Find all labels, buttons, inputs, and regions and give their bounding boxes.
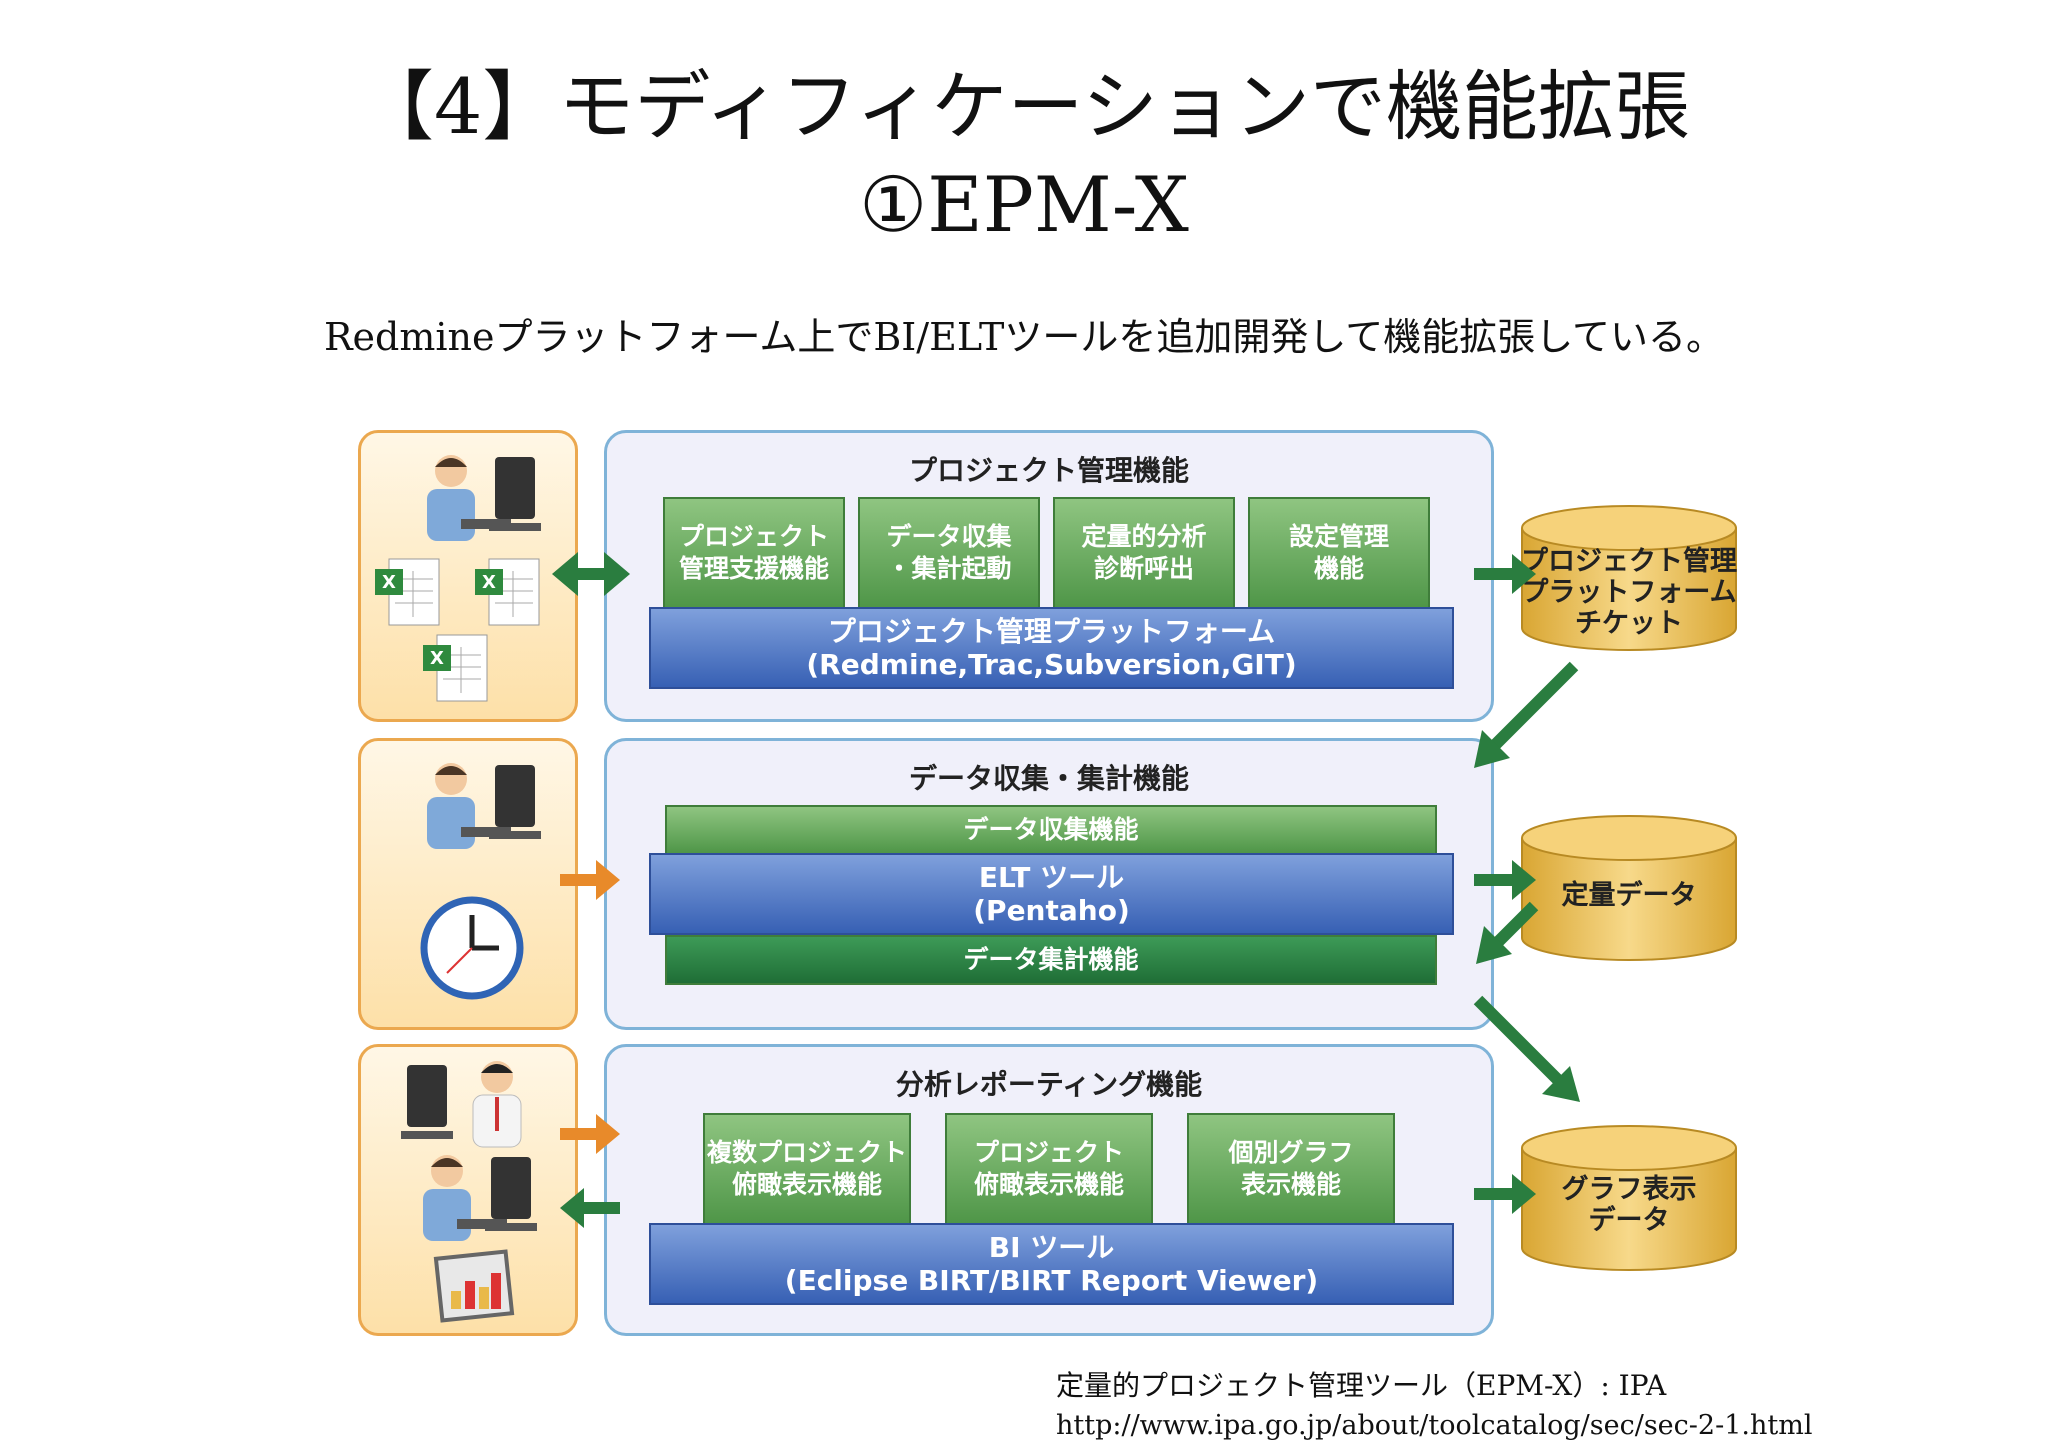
panel-title: データ収集・集計機能 bbox=[908, 762, 1189, 795]
user-at-computer-icon bbox=[401, 757, 551, 867]
side-panel-users-3 bbox=[358, 1044, 578, 1336]
page-subtitle-epmx: ①EPM-X bbox=[859, 160, 1189, 249]
db-project-ticket: プロジェクト管理 プラットフォーム チケット bbox=[1518, 504, 1740, 654]
svg-text:X: X bbox=[482, 572, 496, 593]
data-aggregation-bar: データ集計機能 bbox=[665, 935, 1437, 985]
user-at-computer-icon bbox=[397, 1051, 547, 1161]
panel-data-collection: データ収集・集計機能 データ収集機能 ELT ツール (Pentaho) データ… bbox=[604, 738, 1494, 1030]
platform-bar: プロジェクト管理プラットフォーム (Redmine,Trac,Subversio… bbox=[649, 607, 1454, 689]
user-at-computer-icon bbox=[397, 1149, 547, 1259]
database-cylinder-icon bbox=[1521, 505, 1737, 651]
bar-chart-screen-icon bbox=[433, 1247, 515, 1325]
svg-text:X: X bbox=[430, 648, 444, 669]
box-project-overview: プロジェクト 俯瞰表示機能 bbox=[945, 1113, 1153, 1225]
side-panel-users-1: X X X bbox=[358, 430, 578, 722]
user-at-computer-icon bbox=[401, 449, 551, 559]
page-title: 【4】モディフィケーションで機能拡張 bbox=[358, 62, 1690, 151]
platform-label: プロジェクト管理プラットフォーム bbox=[827, 615, 1276, 648]
elt-tool-label: ELT ツール bbox=[978, 861, 1125, 894]
description-text: Redmineプラットフォーム上でBI/ELTツールを追加開発して機能拡張してい… bbox=[323, 315, 1725, 359]
box-project-support: プロジェクト 管理支援機能 bbox=[663, 497, 845, 609]
box-multi-project-overview: 複数プロジェクト 俯瞰表示機能 bbox=[703, 1113, 911, 1225]
db-label: グラフ表示 データ bbox=[1561, 1174, 1697, 1236]
panel-analysis-reporting: 分析レポーティング機能 複数プロジェクト 俯瞰表示機能 プロジェクト 俯瞰表示機… bbox=[604, 1044, 1494, 1336]
panel-title: 分析レポーティング機能 bbox=[895, 1068, 1203, 1101]
box-individual-graph: 個別グラフ 表示機能 bbox=[1187, 1113, 1395, 1225]
panel-title: プロジェクト管理機能 bbox=[908, 454, 1189, 487]
database-cylinder-icon bbox=[1521, 815, 1737, 961]
bi-tool-name: (Eclipse BIRT/BIRT Report Viewer) bbox=[784, 1264, 1319, 1297]
panel-project-management: プロジェクト管理機能 プロジェクト 管理支援機能 データ収集 ・集計起動 定量的… bbox=[604, 430, 1494, 722]
spreadsheet-icon: X bbox=[421, 631, 491, 707]
db-label: プロジェクト管理 プラットフォーム チケット bbox=[1521, 546, 1737, 639]
bi-tool-label: BI ツール bbox=[988, 1231, 1115, 1264]
db-quantitative-data: 定量データ bbox=[1518, 814, 1740, 964]
platform-tools: (Redmine,Trac,Subversion,GIT) bbox=[806, 648, 1297, 681]
side-panel-users-2 bbox=[358, 738, 578, 1030]
bi-tool-bar: BI ツール (Eclipse BIRT/BIRT Report Viewer) bbox=[649, 1223, 1454, 1305]
svg-text:X: X bbox=[382, 572, 396, 593]
elt-tool-bar: ELT ツール (Pentaho) bbox=[649, 853, 1454, 935]
db-graph-display-data: グラフ表示 データ bbox=[1518, 1124, 1740, 1274]
source-citation: 定量的プロジェクト管理ツール（EPM-X）: IPA bbox=[1056, 1369, 1667, 1402]
spreadsheet-icon: X bbox=[373, 555, 443, 631]
data-collection-bar: データ収集機能 bbox=[665, 805, 1437, 855]
db-label: 定量データ bbox=[1561, 880, 1697, 911]
source-url[interactable]: http://www.ipa.go.jp/about/toolcatalog/s… bbox=[1056, 1410, 1813, 1441]
clock-icon bbox=[419, 895, 525, 1001]
box-data-collection-start: データ収集 ・集計起動 bbox=[858, 497, 1040, 609]
spreadsheet-icon: X bbox=[473, 555, 543, 631]
database-cylinder-icon bbox=[1521, 1125, 1737, 1271]
box-quantitative-analysis: 定量的分析 診断呼出 bbox=[1053, 497, 1235, 609]
elt-tool-name: (Pentaho) bbox=[973, 894, 1130, 927]
box-config-management: 設定管理 機能 bbox=[1248, 497, 1430, 609]
